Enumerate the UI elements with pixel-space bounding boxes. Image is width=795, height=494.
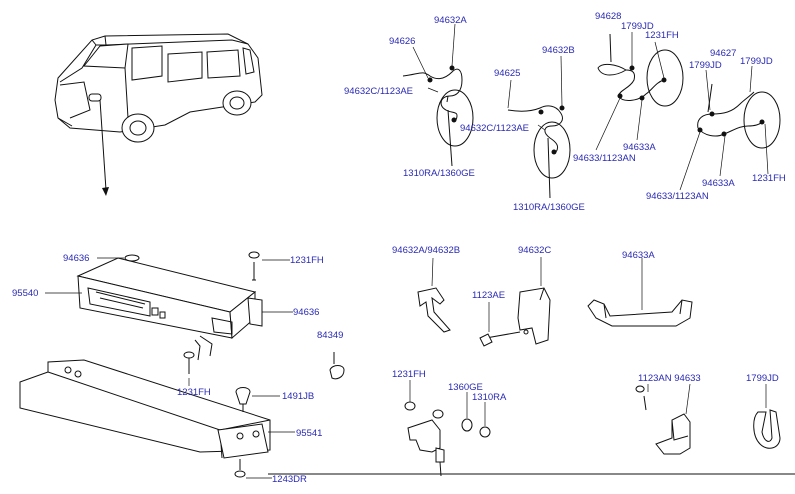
- label-1231FH: 1231FH: [177, 387, 211, 398]
- label-95541: 95541: [296, 428, 322, 439]
- label-1243DR: 1243DR: [272, 474, 307, 485]
- ecu-module-95540: [45, 251, 293, 386]
- label-94633A: 94633A: [622, 250, 655, 261]
- sensor-1231FH-1360GE-1310RA: [404, 380, 491, 477]
- clip-84349: [329, 352, 345, 380]
- label-1231FH: 1231FH: [645, 30, 679, 41]
- label-94633A: 94633A: [702, 178, 735, 189]
- label-1231FH: 1231FH: [392, 369, 426, 380]
- rivet-1491JB: [235, 387, 280, 412]
- label-94626: 94626: [389, 36, 415, 47]
- label-94627: 94627: [710, 48, 736, 59]
- label-1360GE: 1360GE: [448, 382, 483, 393]
- bracket-94633: [635, 383, 691, 455]
- label-84349: 84349: [317, 330, 343, 341]
- label-1231FH: 1231FH: [752, 173, 786, 184]
- callout-labels: 94626 94632A 94632C/1123AE 1310RA/1360GE…: [12, 11, 786, 485]
- label-1310RA: 1310RA: [472, 392, 507, 403]
- bracket-94633A: [587, 258, 693, 327]
- label-1799JD: 1799JD: [689, 60, 722, 71]
- label-1799JD: 1799JD: [746, 373, 779, 384]
- sensor-harness-94627: [679, 65, 781, 191]
- label-94633A: 94633A: [623, 142, 656, 153]
- label-1310RA-1360GE: 1310RA/1360GE: [403, 168, 475, 179]
- label-1123AE: 1123AE: [472, 290, 505, 301]
- label-95540: 95540: [12, 288, 38, 299]
- bracket-95541: [19, 359, 295, 479]
- label-1491JB: 1491JB: [282, 391, 314, 402]
- label-1123AN-94633: 1123AN 94633: [638, 373, 701, 384]
- label-94628: 94628: [595, 11, 621, 22]
- label-1799JD: 1799JD: [740, 56, 773, 67]
- clamp-1799JD: [753, 384, 781, 449]
- van-illustration: [54, 33, 263, 196]
- label-94632B: 94632B: [542, 45, 575, 56]
- label-94632C-1123AE: 94632C/1123AE: [344, 86, 413, 97]
- label-94632A: 94632A: [434, 15, 467, 26]
- label-94636: 94636: [293, 307, 319, 318]
- label-1799JD: 1799JD: [621, 21, 654, 32]
- label-94632C: 94632C: [518, 245, 551, 256]
- sensor-harness-94628: [595, 32, 684, 151]
- label-94632C-1123AE: 94632C/1123AE: [460, 123, 529, 134]
- sensor-harness-94632A: [402, 23, 474, 167]
- bracket-94632A-94632B: [417, 257, 451, 333]
- label-94633-1123AN: 94633/1123AN: [573, 153, 636, 164]
- sensor-harness-94632B: [507, 55, 571, 199]
- label-94633-1123AN: 94633/1123AN: [646, 191, 709, 202]
- label-94636: 94636: [63, 253, 89, 264]
- label-94625: 94625: [494, 68, 520, 79]
- label-94632A-94632B: 94632A/94632B: [392, 245, 460, 256]
- label-1231FH: 1231FH: [290, 255, 324, 266]
- label-1310RA-1360GE: 1310RA/1360GE: [513, 202, 585, 213]
- bracket-94632C: [479, 257, 551, 347]
